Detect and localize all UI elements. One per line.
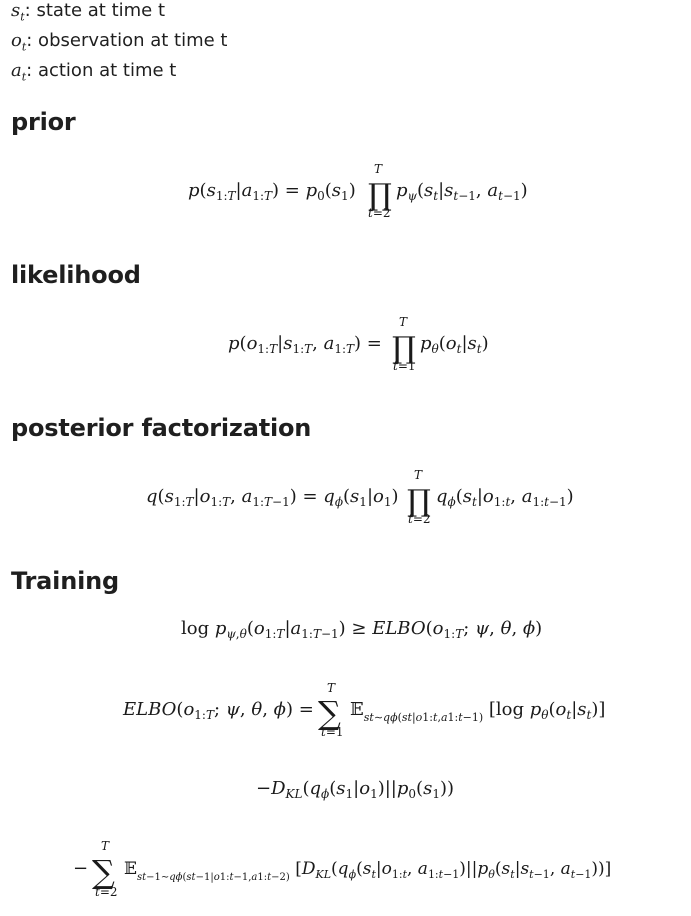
equation-elbo-term3: − ∑ T t=2 𝔼st−1∼qϕ(st−1|o1:t−1,a1:t−2) […: [0, 836, 691, 902]
definition-text: : state at time t: [24, 0, 166, 21]
svg-text:t=2: t=2: [408, 512, 431, 526]
svg-text:qϕ(st|o1:t, a1:t−1): qϕ(st|o1:t, a1:t−1): [436, 486, 574, 509]
equation-elbo-term1: ELBO(o1:T; ψ, θ, ϕ) = ∑ T t=1 𝔼st∼qϕ(st|…: [0, 676, 691, 742]
svg-text:pθ(ot|st): pθ(ot|st): [420, 333, 489, 356]
svg-text:−DKL(qϕ(s1|o1)||p0(s1)): −DKL(qϕ(s1|o1)||p0(s1)): [256, 778, 454, 801]
svg-text:T: T: [101, 839, 110, 853]
section-heading-posterior: posterior factorization: [11, 414, 312, 442]
svg-text:−: −: [73, 858, 88, 879]
svg-text:𝔼st∼qϕ(st|o1:t,a1:t−1) [log p: 𝔼st∼qϕ(st|o1:t,a1:t−1) [log pθ(ot|st)]: [350, 699, 605, 725]
equation-prior: p(s1:T|a1:T) = p0(s1) ∏ T t=2 pψ(st|st−1…: [0, 160, 691, 224]
svg-text:𝔼st−1∼qϕ(st−1|o1:t−1,a1:t−2): 𝔼st−1∼qϕ(st−1|o1:t−1,a1:t−2) [DKL(qϕ(st|…: [124, 859, 611, 883]
svg-text:T: T: [399, 315, 408, 329]
svg-text:∏: ∏: [392, 331, 416, 366]
definition-action: at: action at time t: [11, 60, 227, 90]
equation-elbo-bound: log pψ,θ(o1:T|a1:T−1) ≥ ELBO(o1:T; ψ, θ,…: [0, 612, 691, 648]
svg-text:∑: ∑: [92, 853, 115, 891]
definition-observation: ot: observation at time t: [11, 30, 227, 60]
section-heading-training: Training: [11, 567, 119, 595]
svg-text:t=1: t=1: [393, 359, 416, 373]
definition-text: : observation at time t: [26, 30, 228, 51]
svg-text:pψ(st|st−1, at−1): pψ(st|st−1, at−1): [396, 180, 528, 203]
definition-text: : action at time t: [26, 60, 177, 81]
svg-text:ELBO(o1:T; ψ, θ, ϕ) =: ELBO(o1:T; ψ, θ, ϕ) =: [122, 699, 314, 722]
svg-text:t=2: t=2: [95, 885, 118, 899]
definition-subscript: t: [20, 10, 25, 24]
section-heading-likelihood: likelihood: [11, 261, 141, 289]
definition-symbol: o: [11, 30, 22, 51]
definition-symbol: s: [11, 0, 21, 21]
svg-text:t=1: t=1: [321, 725, 344, 739]
svg-text:T: T: [327, 681, 336, 695]
definition-subscript: t: [21, 70, 27, 84]
svg-text:log pψ,θ(o1:T|a1:T−1) ≥ ELBO(o: log pψ,θ(o1:T|a1:T−1) ≥ ELBO(o1:T; ψ, θ,…: [181, 618, 542, 641]
equation-likelihood: p(o1:T|s1:T, a1:T) = ∏ T t=1 pθ(ot|st): [0, 313, 691, 377]
svg-text:q(s1:T|o1:T, a1:T−1) = qϕ(s1|o: q(s1:T|o1:T, a1:T−1) = qϕ(s1|o1): [146, 486, 399, 509]
svg-text:p(o1:T|s1:T, a1:T) =: p(o1:T|s1:T, a1:T) =: [228, 333, 382, 356]
svg-text:t=2: t=2: [368, 206, 391, 220]
section-heading-prior: prior: [11, 108, 76, 136]
svg-text:∑: ∑: [318, 694, 341, 732]
svg-text:T: T: [374, 162, 383, 176]
definition-state: st: state at time t: [11, 0, 227, 30]
svg-text:∏: ∏: [368, 178, 392, 213]
definitions-list: st: state at time t ot: observation at t…: [11, 0, 227, 90]
definition-symbol: a: [11, 60, 22, 81]
definition-subscript: t: [21, 40, 27, 54]
equation-elbo-term2: −DKL(qϕ(s1|o1)||p0(s1)): [0, 768, 691, 804]
svg-text:p(s1:T|a1:T) = p0(s1): p(s1:T|a1:T) = p0(s1): [188, 180, 356, 203]
svg-text:T: T: [414, 468, 423, 482]
svg-text:∏: ∏: [407, 484, 431, 519]
equation-posterior: q(s1:T|o1:T, a1:T−1) = qϕ(s1|o1) ∏ T t=2…: [0, 466, 691, 530]
